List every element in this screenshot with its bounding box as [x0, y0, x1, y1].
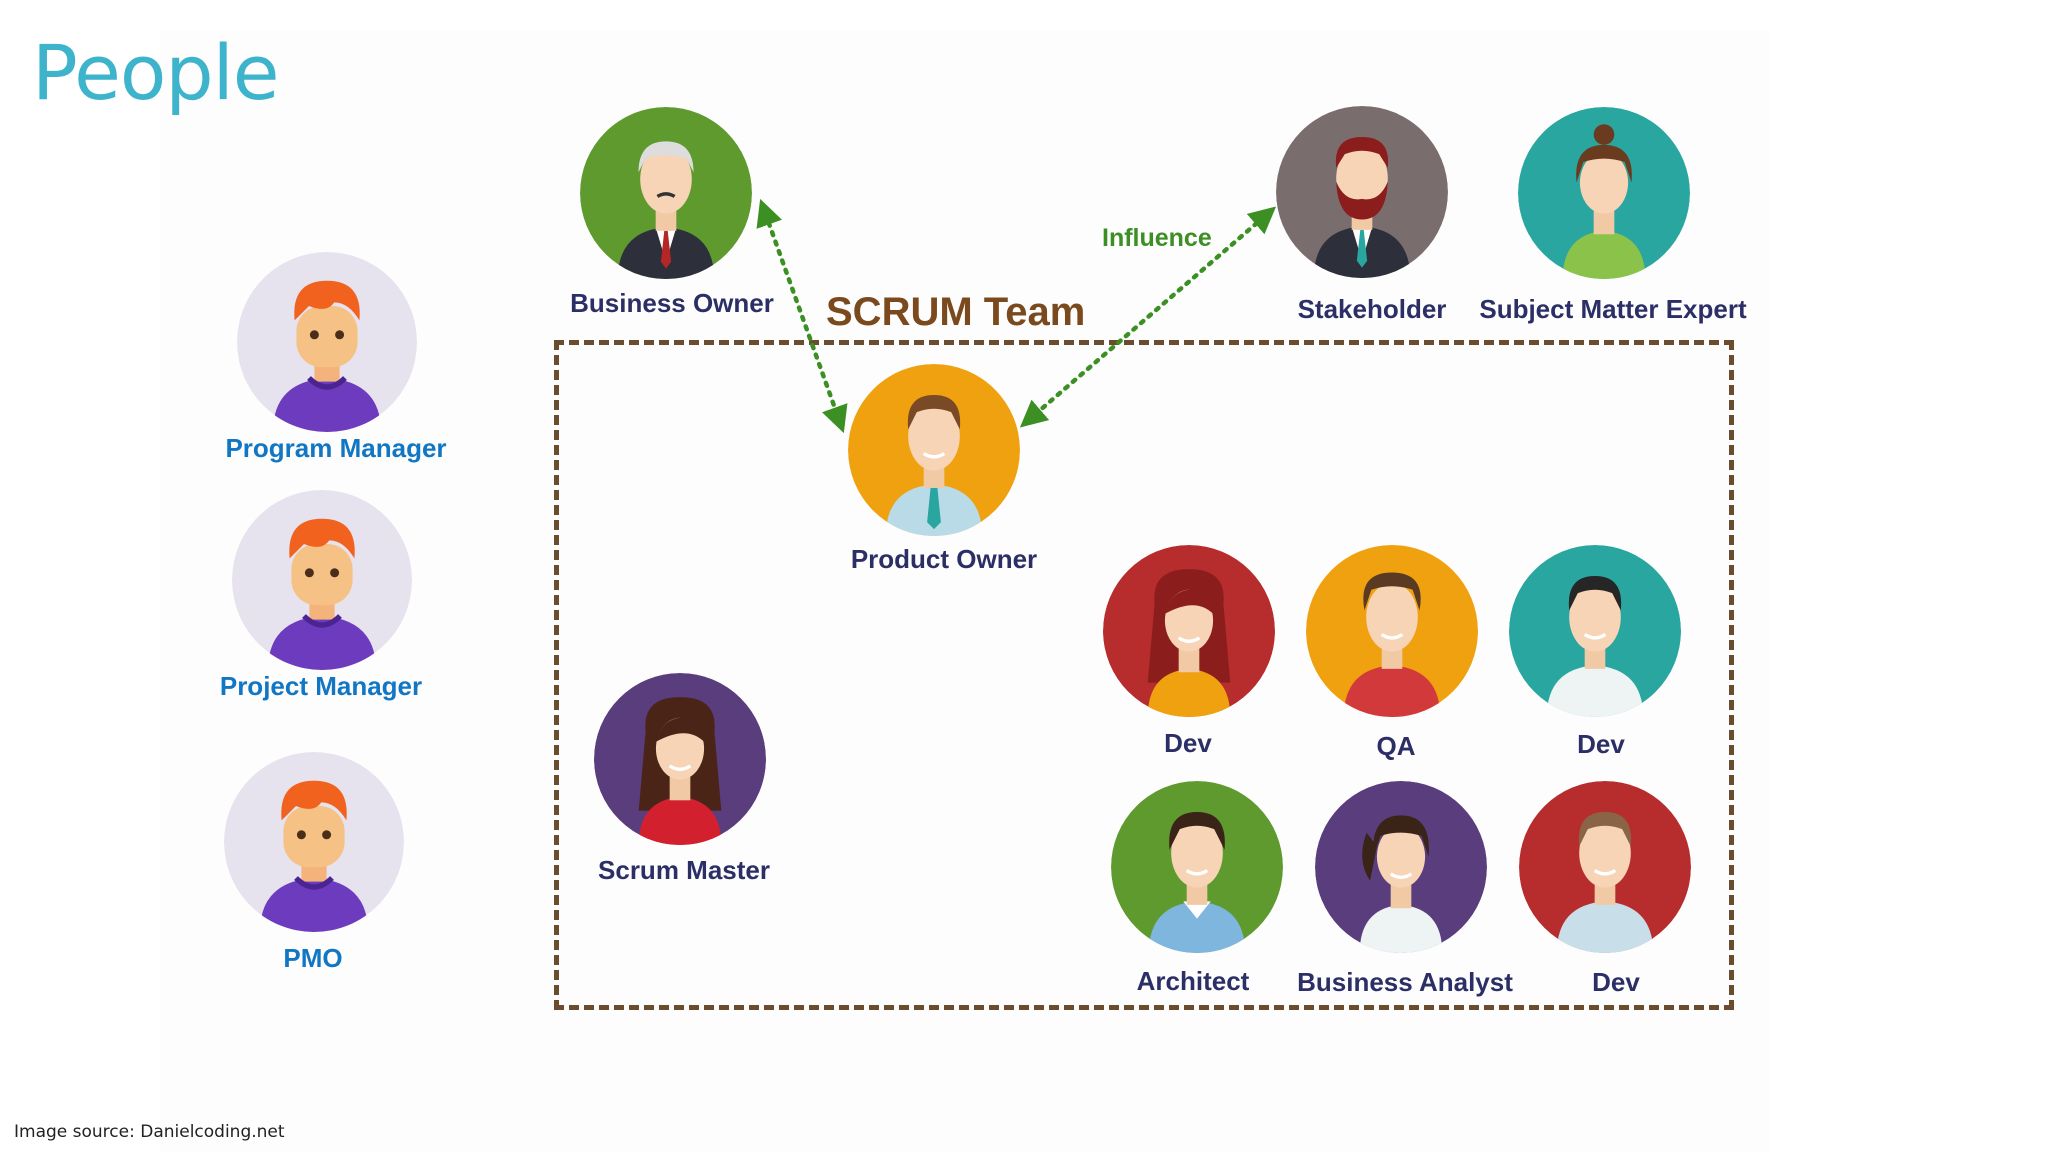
dev-label-1: Dev — [1164, 728, 1212, 758]
qa-avatar-icon — [1306, 545, 1478, 717]
image-source-note: Image source: Danielcoding.net — [14, 1122, 285, 1142]
architect-label: Architect — [1136, 966, 1250, 996]
program-manager-label: Program Manager — [225, 433, 447, 463]
page-title: People — [32, 28, 279, 117]
business-analyst-avatar-icon — [1315, 781, 1487, 953]
qa-label: QA — [1376, 731, 1416, 761]
dev-label-3: Dev — [1592, 967, 1640, 997]
project-manager-avatar-icon — [232, 490, 412, 670]
dev-label-2: Dev — [1577, 729, 1625, 759]
stakeholder-label: Stakeholder — [1297, 294, 1447, 324]
influence-label: Influence — [1102, 224, 1212, 252]
dev-avatar-icon-3 — [1519, 781, 1691, 953]
business-analyst-label: Business Analyst — [1297, 967, 1513, 997]
subject-matter-expert-avatar-icon — [1518, 107, 1690, 279]
scrum-master-avatar-icon — [594, 673, 766, 845]
product-owner-avatar-icon — [848, 364, 1020, 536]
dev-avatar-icon-2 — [1509, 545, 1681, 717]
program-manager-avatar-icon — [237, 252, 417, 432]
product-owner-label: Product Owner — [850, 544, 1038, 574]
scrum-master-label: Scrum Master — [598, 855, 770, 885]
pmo-avatar-icon — [224, 752, 404, 932]
subject-matter-expert-label: Subject Matter Expert — [1479, 294, 1747, 324]
scrum-team-title: SCRUM Team — [826, 290, 1086, 334]
business-owner-avatar-icon — [580, 107, 752, 279]
project-manager-label: Project Manager — [219, 671, 423, 701]
business-owner-label: Business Owner — [570, 288, 774, 318]
diagram-background — [160, 30, 1770, 1152]
stakeholder-avatar-icon — [1276, 106, 1448, 278]
architect-avatar-icon — [1111, 781, 1283, 953]
dev-avatar-icon-1 — [1103, 545, 1275, 717]
pmo-label: PMO — [283, 943, 343, 973]
